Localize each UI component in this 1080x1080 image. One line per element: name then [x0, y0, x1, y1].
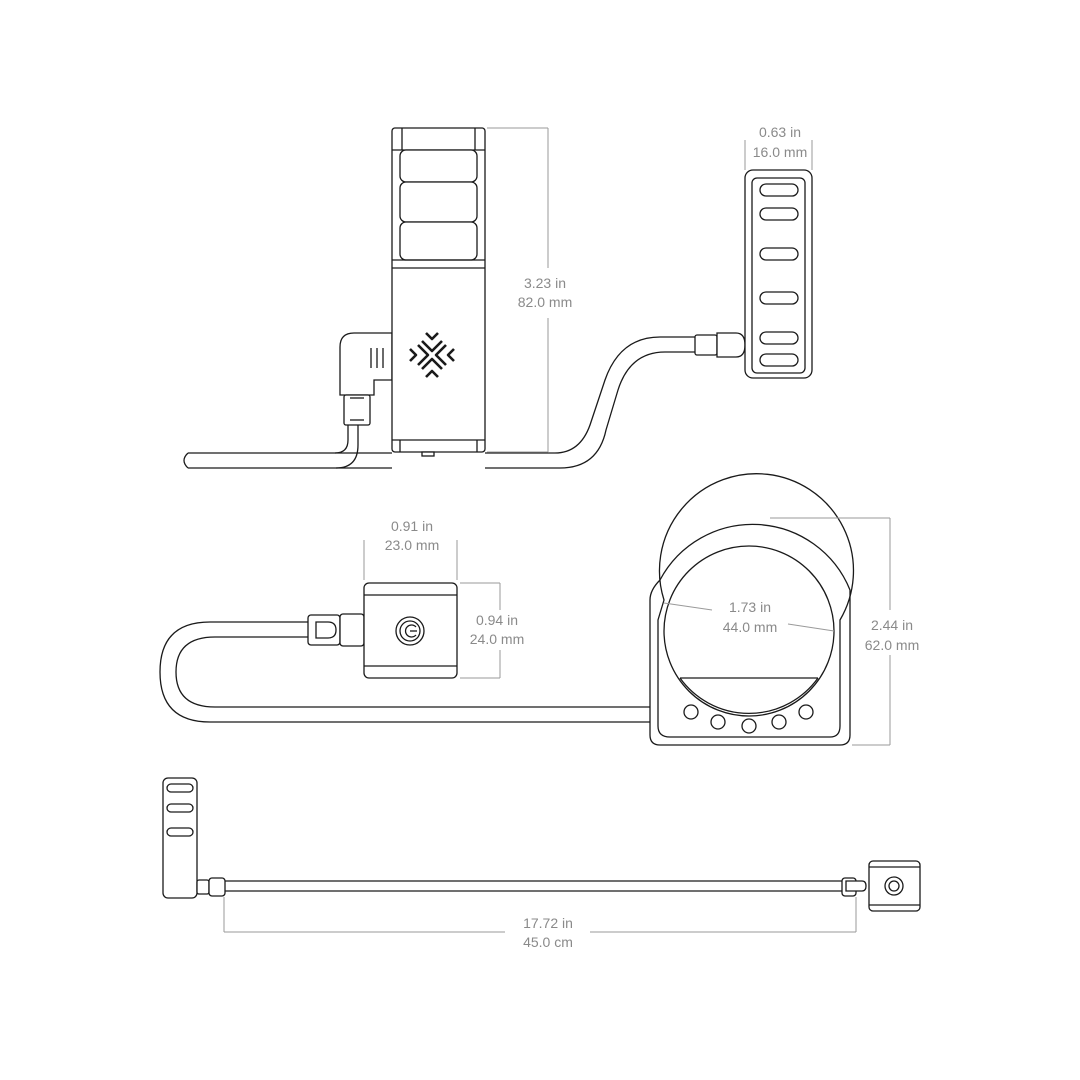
- x-arrows-logo-icon: [409, 332, 455, 378]
- bottom-button-module: [868, 860, 921, 912]
- loop-cable: [159, 621, 650, 723]
- cable-left: [188, 452, 392, 469]
- bottom-power-icon: [884, 876, 904, 896]
- cable-length-dimension: 17.72 in 45.0 cm: [223, 897, 857, 950]
- mount-width-in-label: 0.63 in: [759, 124, 801, 140]
- ring-outer-dimension: 2.44 in 62.0 mm: [770, 517, 919, 746]
- handlebar-mount: [744, 169, 813, 379]
- cable-length-in-label: 17.72 in: [523, 915, 573, 931]
- mount-width-mm-label: 16.0 mm: [753, 144, 807, 160]
- ring-inner-mm-label: 44.0 mm: [723, 619, 777, 635]
- light-body: [391, 127, 486, 457]
- button-height-dimension: 0.94 in 24.0 mm: [460, 582, 524, 679]
- bottom-strap: [162, 777, 198, 899]
- height-mm-label: 82.0 mm: [518, 294, 572, 310]
- top-view: 0.91 in 23.0 mm 0.94 in 24.0 mm: [159, 473, 919, 746]
- ring-outer-in-label: 2.44 in: [871, 617, 913, 633]
- cable-length-cm-label: 45.0 cm: [523, 934, 573, 950]
- button-height-mm-label: 24.0 mm: [470, 631, 524, 647]
- ring-mount: [649, 473, 855, 746]
- plug-cable: [334, 425, 359, 469]
- cable-right: [485, 336, 695, 469]
- l-plug: [339, 332, 393, 426]
- remote-button-module: [363, 582, 458, 679]
- button-width-mm-label: 23.0 mm: [385, 537, 439, 553]
- button-plug: [307, 613, 365, 647]
- button-width-dimension: 0.91 in 23.0 mm: [363, 518, 458, 580]
- power-icon: [395, 616, 425, 646]
- ring-outer-mm-label: 62.0 mm: [865, 637, 919, 653]
- length-view: 17.72 in 45.0 cm: [162, 777, 921, 950]
- button-height-in-label: 0.94 in: [476, 612, 518, 628]
- ring-inner-in-label: 1.73 in: [729, 599, 771, 615]
- height-in-label: 3.23 in: [524, 275, 566, 291]
- height-dimension: 3.23 in 82.0 mm: [487, 127, 572, 453]
- long-cable: [225, 880, 845, 892]
- button-width-in-label: 0.91 in: [391, 518, 433, 534]
- mount-connector: [694, 334, 718, 356]
- mount-width-dimension: 0.63 in 16.0 mm: [744, 124, 813, 170]
- side-view: 3.23 in 82.0 mm 0.63 in 16.0 mm: [183, 124, 813, 469]
- ring-inner-dimension: 1.73 in 44.0 mm: [663, 599, 835, 635]
